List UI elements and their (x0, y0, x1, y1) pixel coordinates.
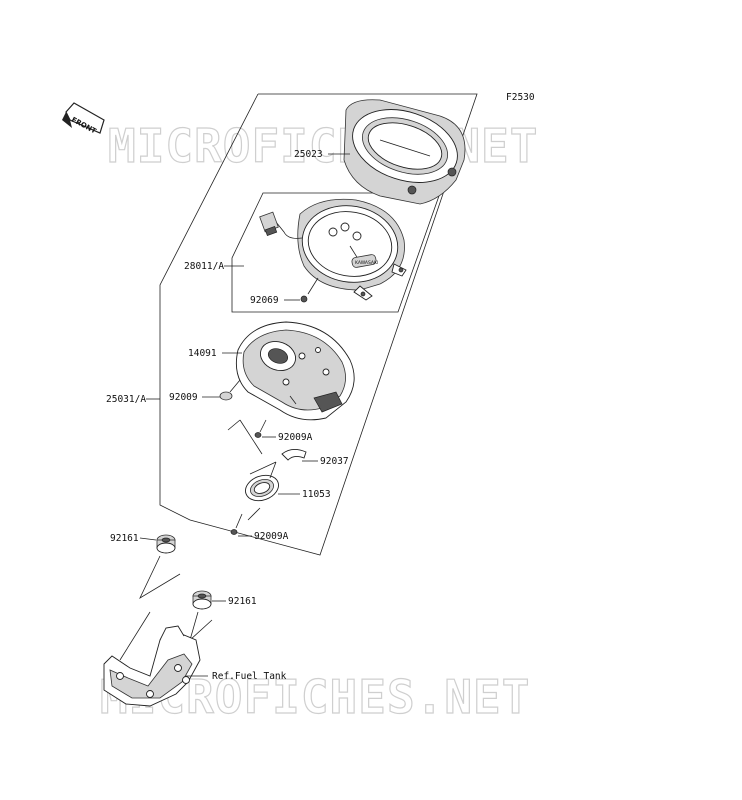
watermark-top: MICROFICHES.NET (108, 119, 538, 173)
svg-text:92009: 92009 (169, 392, 198, 403)
gauge-part: KAWASAKI (259, 198, 407, 301)
svg-text:14091: 14091 (188, 348, 217, 359)
label-92009a-upper: 92009A (262, 432, 313, 443)
svg-text:92009A: 92009A (278, 432, 313, 443)
svg-text:28011/A: 28011/A (184, 261, 224, 272)
svg-text:Ref.Fuel Tank: Ref.Fuel Tank (212, 671, 287, 682)
label-92037: 92037 (302, 456, 349, 467)
label-92161-right: 92161 (212, 596, 257, 607)
label-92069: 92069 (250, 295, 300, 306)
label-28011a: 28011/A (184, 261, 244, 272)
screw-92009a-lower-part (230, 513, 243, 535)
svg-text:25031/A: 25031/A (106, 394, 146, 405)
svg-text:92161: 92161 (228, 596, 257, 607)
label-11053: 11053 (278, 489, 331, 500)
explode-lines (227, 419, 277, 521)
bezel-part (343, 99, 466, 205)
svg-text:92161: 92161 (110, 533, 139, 544)
housing-part (235, 321, 355, 421)
clip-92037-part (281, 449, 307, 461)
screw-92009-part (219, 379, 241, 401)
svg-text:92037: 92037 (320, 456, 349, 467)
svg-text:11053: 11053 (302, 489, 331, 500)
front-arrow-icon: FRONT (62, 102, 105, 135)
label-92009: 92009 (169, 392, 220, 403)
assembly-outline (159, 93, 478, 556)
label-92161-left: 92161 (110, 533, 157, 544)
grommet-right-part (192, 590, 212, 610)
grommet-left-part (156, 534, 176, 554)
label-92009a-lower: 92009A (238, 531, 289, 542)
screw-92009a-upper-part (254, 419, 267, 438)
label-25023: 25023 (294, 149, 350, 160)
screw-92069-part (300, 295, 308, 303)
label-ref-fuel-tank: Ref.Fuel Tank (186, 671, 287, 682)
svg-text:92069: 92069 (250, 295, 279, 306)
mounting-bracket-part (103, 625, 201, 707)
gauge-badge: KAWASAKI (355, 260, 378, 266)
svg-text:25023: 25023 (294, 149, 323, 160)
ring-11053-part (245, 474, 279, 502)
svg-text:92009A: 92009A (254, 531, 289, 542)
figure-code: F2530 (506, 92, 535, 103)
label-14091: 14091 (188, 348, 242, 359)
label-25031a: 25031/A (106, 394, 160, 405)
